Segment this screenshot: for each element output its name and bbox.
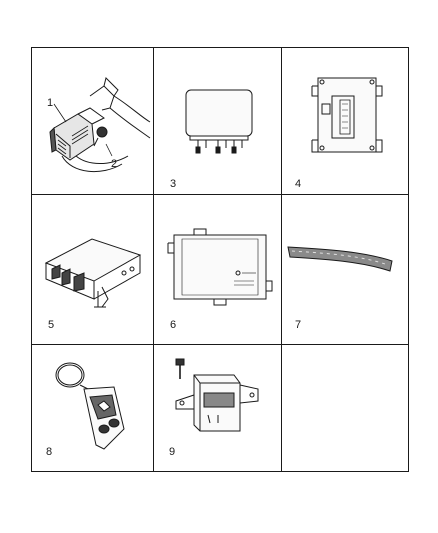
callout-1: 1 bbox=[47, 97, 54, 109]
part-number-6: 6 bbox=[170, 319, 177, 331]
cell-module-connectors: 5 bbox=[32, 195, 154, 345]
cell-module-bracket: 4 bbox=[282, 48, 408, 195]
cell-relay: 3 bbox=[154, 48, 282, 195]
connector-illustration bbox=[49, 77, 151, 173]
cell-receiver-module: 9 bbox=[154, 345, 282, 471]
part-number-8: 8 bbox=[46, 446, 53, 458]
part-number-3: 3 bbox=[170, 178, 177, 190]
part-number-9: 9 bbox=[169, 446, 176, 458]
part-number-4: 4 bbox=[295, 178, 302, 190]
part-number-5: 5 bbox=[48, 319, 55, 331]
cell-antenna: 7 bbox=[282, 195, 408, 345]
cell-empty bbox=[282, 345, 408, 471]
relay-module-illustration bbox=[185, 89, 253, 154]
bracket-module-illustration bbox=[311, 77, 383, 153]
cell-connector: 1 2 bbox=[32, 48, 154, 195]
receiver-module-illustration bbox=[175, 358, 259, 432]
callout-2: 2 bbox=[111, 158, 118, 170]
antenna-strip-illustration bbox=[287, 246, 393, 272]
connector-module-illustration bbox=[44, 238, 142, 308]
part-number-7: 7 bbox=[295, 319, 302, 331]
parts-diagram-grid: 1 2 3 bbox=[31, 47, 409, 472]
cell-key-fob: 8 bbox=[32, 345, 154, 471]
cell-plate: 6 bbox=[154, 195, 282, 345]
key-fob-illustration bbox=[55, 362, 125, 450]
plate-illustration bbox=[167, 228, 273, 306]
